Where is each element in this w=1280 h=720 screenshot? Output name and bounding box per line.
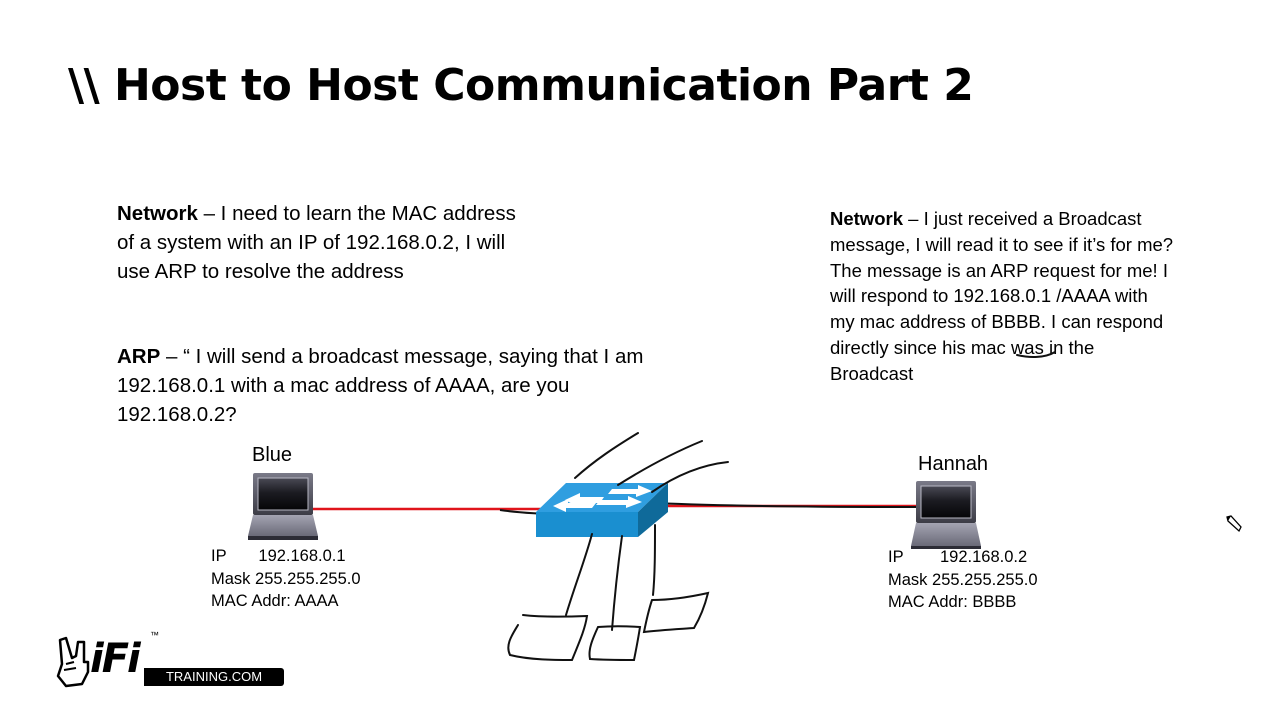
slide-title: \\ Host to Host Communication Part 2: [68, 60, 974, 111]
laptop-icon: [248, 473, 318, 540]
ip-row: IP 192.168.0.2: [888, 546, 1038, 569]
mac-label: MAC Addr:: [211, 592, 291, 610]
handwritten-annotations: [507, 351, 1056, 662]
ifi-training-logo: iFi ™ TRAINING.COM: [52, 630, 292, 692]
network-label: Network: [830, 208, 903, 229]
mask-value: 255.255.255.0: [932, 570, 1038, 589]
mask-row: Mask 255.255.255.0: [211, 568, 361, 591]
logo-tm: ™: [150, 630, 159, 640]
ip-value: 192.168.0.2: [939, 548, 1028, 566]
network-label: Network: [117, 202, 198, 225]
annotation-line: [654, 502, 919, 508]
ip-value: 192.168.0.1: [258, 547, 346, 565]
arp-text: – “ I will send a broadcast message, say…: [117, 345, 644, 426]
mask-label: Mask: [211, 569, 251, 588]
mac-value: AAAA: [294, 592, 339, 610]
ip-label: IP: [211, 547, 227, 565]
mac-row: MAC Addr: AAAA: [211, 590, 361, 613]
pencil-cursor-icon: [1226, 515, 1242, 533]
left-network-paragraph: Network – I need to learn the MAC addres…: [117, 199, 537, 286]
arp-label: ARP: [117, 345, 161, 368]
mask-value: 255.255.255.0: [255, 569, 361, 588]
left-arp-paragraph: ARP – “ I will send a broadcast message,…: [117, 342, 677, 429]
laptop-icon: [911, 481, 981, 549]
network-text: – I need to learn the MAC address of a s…: [117, 202, 516, 283]
network-text: – I just received a Broadcast message, I…: [830, 208, 1174, 384]
ip-row: IP 192.168.0.1: [211, 545, 361, 568]
switch-icon: [536, 483, 668, 537]
right-network-paragraph: Network – I just received a Broadcast me…: [830, 206, 1175, 387]
mac-label: MAC Addr:: [888, 593, 968, 611]
mac-value: BBBB: [972, 593, 1017, 611]
host-info-hannah: IP 192.168.0.2 Mask 255.255.255.0 MAC Ad…: [888, 546, 1038, 614]
ip-label: IP: [888, 548, 904, 566]
host-name-hannah: Hannah: [918, 453, 989, 475]
rock-hand-icon: [56, 636, 90, 688]
host-info-blue: IP 192.168.0.1 Mask 255.255.255.0 MAC Ad…: [211, 545, 361, 613]
mask-row: Mask 255.255.255.0: [888, 569, 1038, 592]
mask-label: Mask: [888, 570, 928, 589]
host-name-blue: Blue: [252, 444, 293, 466]
logo-subtitle: TRAINING.COM: [144, 668, 284, 686]
mac-row: MAC Addr: BBBB: [888, 591, 1038, 614]
logo-brand: iFi: [90, 636, 141, 682]
